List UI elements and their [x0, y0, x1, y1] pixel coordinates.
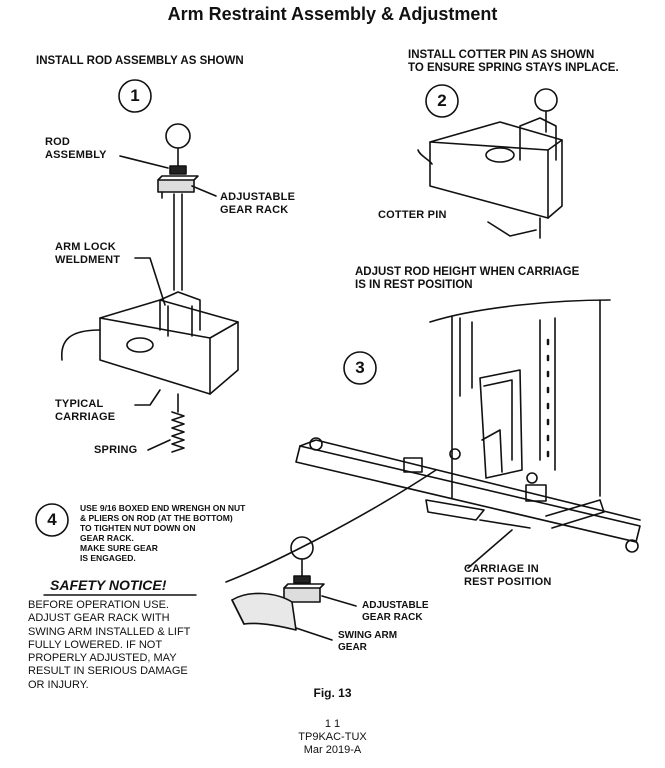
figure-caption: Fig. 13 — [313, 686, 352, 700]
step-3-drawing — [225, 299, 641, 583]
label-swing-arm-gear: SWING ARM GEAR — [338, 630, 398, 653]
step-4-circle — [35, 503, 69, 537]
safety-notice-body: BEFORE OPERATION USE. ADJUST GEAR RACK W… — [28, 599, 191, 691]
label-adjustable-gear-rack-step-4: ADJUSTABLE GEAR RACK — [362, 600, 429, 623]
label-cotter-pin: COTTER PIN — [378, 209, 447, 221]
step-3-number: 3 — [355, 358, 365, 377]
label-typical-carriage: TYPICAL CARRIAGE — [55, 398, 116, 423]
step-2-instruction: INSTALL COTTER PIN AS SHOWN TO ENSURE SP… — [408, 49, 619, 74]
label-adjustable-gear-rack: ADJUSTABLE GEAR RACK — [220, 191, 296, 216]
label-carriage-rest-position: CARRIAGE IN REST POSITION — [464, 563, 552, 588]
step-1-circle — [118, 79, 152, 113]
footer-model: TP9KAC-TUX — [298, 731, 367, 743]
footer-date: Mar 2019-A — [303, 744, 362, 756]
safety-notice-heading: SAFETY NOTICE! — [50, 577, 167, 593]
step-4-number: 4 — [47, 510, 57, 529]
step-3-instruction: ADJUST ROD HEIGHT WHEN CARRIAGE IS IN RE… — [355, 266, 580, 291]
step-2-circle — [425, 84, 459, 118]
label-arm-lock-weldment: ARM LOCK WELDMENT — [55, 241, 121, 266]
label-spring: SPRING — [94, 444, 138, 456]
step-1-drawing — [60, 123, 239, 453]
step-1-number: 1 — [130, 86, 140, 105]
label-rod-assembly: ROD ASSEMBLY — [45, 136, 107, 161]
step-3-circle — [343, 351, 377, 385]
step-2-drawing — [417, 88, 563, 239]
page-title: Arm Restraint Assembly & Adjustment — [167, 4, 498, 24]
step-1-instruction: INSTALL ROD ASSEMBLY AS SHOWN — [36, 55, 244, 67]
step-2-number: 2 — [437, 91, 447, 110]
footer-page-number: 1 1 — [324, 718, 341, 730]
step-4-drawing — [231, 536, 357, 641]
step-4-instruction: USE 9/16 BOXED END WRENGH ON NUT & PLIER… — [80, 503, 246, 563]
